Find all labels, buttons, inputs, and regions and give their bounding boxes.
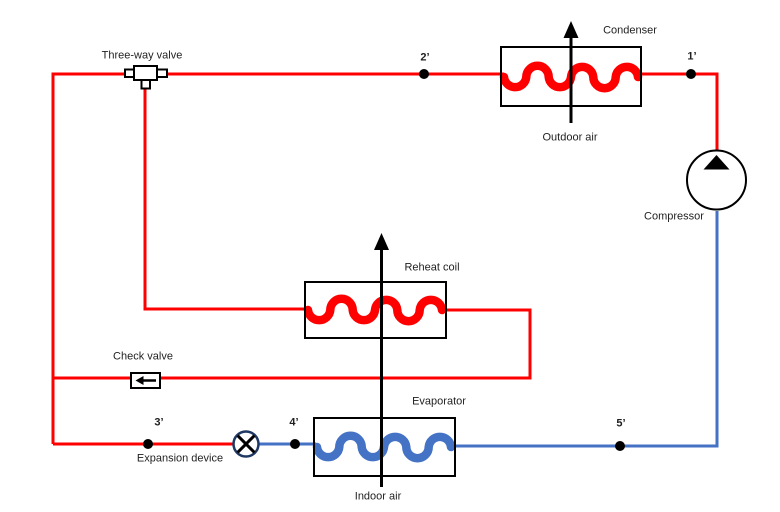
state-point-dot-4 <box>290 439 300 449</box>
state-point-label-5: 5’ <box>616 417 626 430</box>
indoor-air-arrow-head <box>374 233 389 250</box>
check-valve-arrow-head <box>135 376 144 385</box>
expansion-device-x2 <box>236 434 256 454</box>
state-point-label-4: 4’ <box>289 416 299 429</box>
indoor-air-label: Indoor air <box>354 490 402 503</box>
pipe-hot-valve-branch-to-reheat <box>143 88 308 311</box>
pipe-hot-condenser-to-compressor <box>638 72 719 152</box>
pipe-hot-reheat-return-check-line <box>53 308 532 380</box>
state-point-dot-5 <box>615 441 625 451</box>
check-valve-label: Check valve <box>113 350 173 363</box>
three-way-valve-symbol <box>124 65 168 90</box>
pipe-hot-left-and-top <box>51 72 504 444</box>
reheat-coil-coil <box>303 294 447 326</box>
compressor-triangle-icon <box>703 155 730 170</box>
outdoor-air-arrow <box>563 21 579 123</box>
state-point-dot-3 <box>143 439 153 449</box>
state-point-label-1: 1’ <box>687 50 697 63</box>
three-way-valve-right-port <box>156 68 168 78</box>
state-point-dot-2 <box>419 69 429 79</box>
compressor-circle <box>686 149 747 211</box>
indoor-air-arrow <box>374 233 389 487</box>
evaporator-box <box>313 417 456 477</box>
compressor-label: Compressor <box>644 210 704 223</box>
state-point-dot-1 <box>686 69 696 79</box>
three-way-valve-body <box>133 65 158 81</box>
check-valve-symbol <box>130 372 161 389</box>
three-way-valve-left-port <box>124 68 135 78</box>
pipe-cold-suction-line <box>453 211 719 448</box>
expansion-device-label: Expansion device <box>136 452 224 465</box>
expansion-device-symbol <box>232 430 260 458</box>
condenser-label: Condenser <box>603 24 657 37</box>
evaporator-coil <box>312 431 456 463</box>
state-point-label-2: 2’ <box>420 51 430 64</box>
state-point-label-3: 3’ <box>154 416 164 429</box>
three-way-valve-label: Three-way valve <box>101 49 183 62</box>
outdoor-air-label: Outdoor air <box>542 131 598 144</box>
evaporator-label: Evaporator <box>412 395 466 408</box>
reheat-coil-label: Reheat coil <box>404 261 460 274</box>
compressor-symbol <box>686 149 747 211</box>
reheat-coil-box <box>304 281 447 339</box>
three-way-valve-bottom-port <box>140 79 151 90</box>
outdoor-air-arrow-head <box>563 21 579 38</box>
